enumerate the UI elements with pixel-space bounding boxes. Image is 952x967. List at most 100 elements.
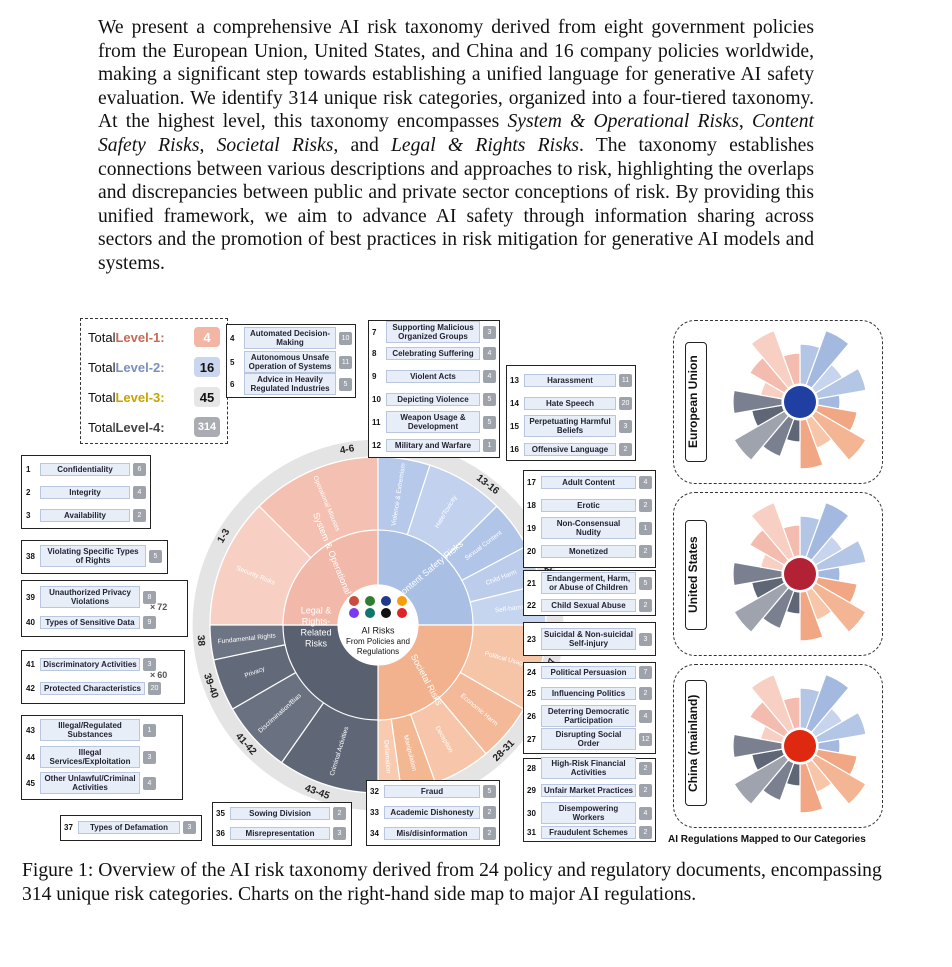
item-count: 3 — [639, 632, 652, 646]
item-number: 26 — [527, 711, 536, 721]
item-count: 1 — [639, 521, 652, 535]
item-number: 2 — [26, 487, 31, 497]
item-count: 2 — [639, 825, 652, 839]
item-count: 4 — [483, 346, 496, 360]
item-label: Violent Acts — [386, 369, 480, 383]
multiplier-value: 60 — [157, 670, 168, 680]
cn-chart — [732, 673, 867, 814]
lvl-name: Level-1: — [115, 329, 165, 345]
lvl-name: Level-3: — [115, 389, 165, 405]
item-number: 38 — [26, 551, 35, 561]
lvl-prefix: Total — [88, 329, 116, 345]
item-number: 14 — [510, 398, 519, 408]
item-number: 25 — [527, 688, 536, 698]
item-count: 4 — [483, 369, 496, 383]
item-number: 45 — [26, 778, 35, 788]
lvl-name: Level-2: — [115, 359, 165, 375]
region-segment — [782, 352, 801, 386]
item-count: 2 — [333, 806, 346, 820]
multiplier-value: 72 — [157, 602, 168, 612]
item-label: Violating Specific Types of Rights — [40, 545, 146, 567]
item-number: 23 — [527, 634, 536, 644]
item-group — [368, 320, 500, 458]
item-number: 8 — [372, 348, 377, 358]
item-number: 15 — [510, 421, 519, 431]
item-number: 18 — [527, 500, 536, 510]
item-number: 40 — [26, 617, 35, 627]
item-count: 11 — [619, 373, 632, 387]
item-number: 36 — [216, 828, 225, 838]
lvl-value: 4 — [194, 327, 220, 347]
item-count: 20 — [148, 681, 161, 695]
item-count: 3 — [483, 325, 496, 339]
item-label: Harassment — [524, 373, 616, 387]
item-label: Advice in Heavily Regulated Industries — [244, 373, 336, 395]
item-label: Military and Warfare — [386, 438, 480, 452]
lvl-prefix: Total — [88, 359, 116, 375]
item-number: 9 — [372, 371, 377, 381]
item-label: Discriminatory Activities — [40, 657, 140, 671]
l2-label: Defamation — [382, 740, 391, 774]
item-label: Adult Content — [541, 475, 636, 489]
lvl-value: 314 — [194, 417, 220, 437]
level-4-total: Total Level-4:314 — [88, 413, 224, 441]
item-count: 3 — [333, 826, 346, 840]
multiply-sign: × — [150, 602, 156, 612]
abstract: We present a comprehensive AI risk taxon… — [98, 16, 814, 276]
lvl-value: 45 — [194, 387, 220, 407]
item-count: 2 — [639, 783, 652, 797]
item-label: Illegal Services/Exploitation — [40, 746, 140, 768]
item-count: 9 — [143, 615, 156, 629]
multiplier: ×60 — [150, 671, 167, 680]
item-count: 5 — [483, 784, 496, 798]
category-societal: Societal Risks — [216, 134, 334, 156]
item-label: Celebrating Suffering — [386, 346, 480, 360]
item-label: Illegal/Regulated Substances — [40, 719, 140, 741]
item-label: Fraudulent Schemes — [541, 825, 636, 839]
item-count: 2 — [483, 805, 496, 819]
item-count: 4 — [639, 475, 652, 489]
item-label: Availability — [40, 508, 130, 522]
eu-chart — [732, 329, 867, 470]
item-count: 4 — [639, 806, 652, 820]
item-count: 2 — [639, 498, 652, 512]
item-number: 24 — [527, 667, 536, 677]
item-count: 8 — [143, 590, 156, 604]
item-label: Suicidal & Non-suicidal Self-injury — [541, 628, 636, 650]
category-content: Content Safety Risks — [98, 111, 814, 156]
item-count: 3 — [183, 820, 196, 834]
item-count: 3 — [143, 657, 156, 671]
item-label: Academic Dishonesty — [384, 805, 480, 819]
item-label: Integrity — [40, 485, 130, 499]
us-chart — [732, 501, 867, 642]
region-label-eu: European Union — [685, 342, 707, 462]
lvl-name: Level-4: — [115, 419, 165, 435]
region-label-us: United States — [685, 520, 707, 630]
sep: , — [738, 111, 752, 133]
item-number: 44 — [26, 752, 35, 762]
item-label: Political Persuasion — [541, 665, 636, 679]
item-label: Fraud — [384, 784, 480, 798]
l1-label-legal: Legal & — [301, 605, 332, 615]
item-label: Child Sexual Abuse — [541, 598, 636, 612]
item-label: Mis/disinformation — [384, 826, 480, 840]
ring-number: 38 — [195, 635, 207, 647]
